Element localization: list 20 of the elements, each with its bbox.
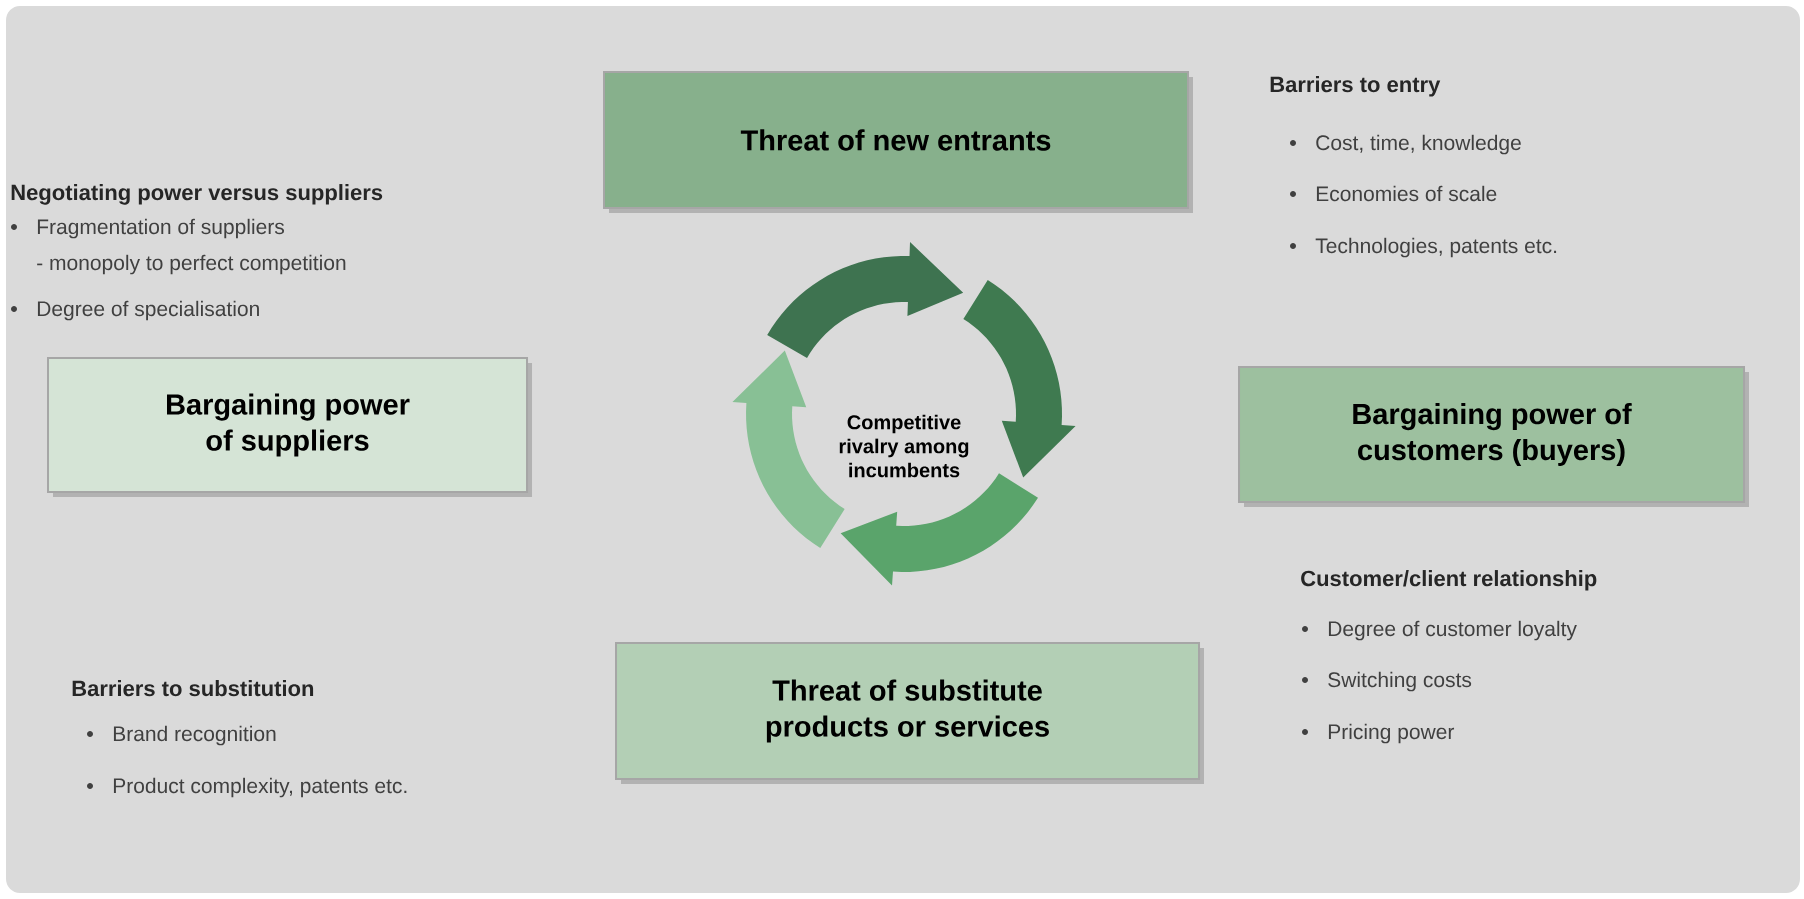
- list-item: Economies of scale: [1290, 185, 1497, 202]
- force-box: Threat of new entrants: [603, 71, 1193, 213]
- list-item: Cost, time, knowledge: [1290, 134, 1521, 155]
- center-label: Competitive rivalry among incumbents: [839, 414, 969, 478]
- list-heading: Negotiating power versus suppliers: [11, 184, 383, 205]
- list-item: Degree of customer loyalty: [1302, 620, 1577, 641]
- list-heading: Barriers to substitution: [72, 680, 314, 697]
- list-heading: Customer/client relationship: [1301, 570, 1597, 591]
- list-item: Switching costs: [1302, 671, 1472, 692]
- list-item: Technologies, patents etc.: [1290, 237, 1557, 258]
- list-heading: Barriers to entry: [1270, 76, 1441, 97]
- list-item: Fragmentation of suppliers: [11, 218, 285, 239]
- force-box: Bargaining power of customers (buyers): [1238, 366, 1749, 507]
- force-box: Threat of substitute products or services: [615, 642, 1204, 784]
- list-item: - monopoly to perfect competition: [37, 254, 346, 275]
- force-box: Bargaining power of suppliers: [47, 357, 532, 497]
- list-item: Degree of specialisation: [11, 300, 259, 321]
- list-item: Brand recognition: [87, 725, 276, 746]
- list-item: Pricing power: [1302, 723, 1455, 744]
- list-item: Product complexity, patents etc.: [87, 777, 407, 798]
